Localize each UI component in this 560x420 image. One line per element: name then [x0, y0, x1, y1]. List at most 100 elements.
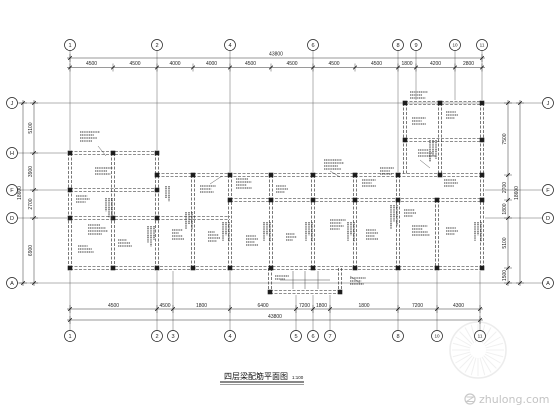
axis-bubble: 2 — [151, 330, 163, 342]
dimension-tick — [20, 100, 26, 106]
dimension-tick — [395, 306, 401, 312]
annotation-leader — [349, 275, 361, 284]
axis-bubble-circle — [392, 39, 404, 51]
dimension-value: 4500 — [245, 61, 256, 67]
axis-bubble: 8 — [392, 39, 404, 51]
dimension-value: 43800 — [268, 314, 282, 320]
axis-bubble: 2 — [151, 39, 163, 51]
axis-label: 1 — [68, 43, 71, 49]
dimension-value: 1800 — [358, 303, 369, 309]
dimension-tick — [505, 197, 511, 203]
beam-annotation — [276, 185, 288, 193]
axis-bubble: H — [6, 147, 18, 159]
column — [310, 265, 316, 271]
column — [395, 265, 401, 271]
column — [310, 197, 316, 203]
watermark-ray — [481, 356, 492, 373]
axis-bubble-circle — [6, 184, 18, 196]
dimension-value: 1800 — [401, 61, 412, 67]
axis-label: D — [10, 216, 14, 222]
dimension-value: 4500 — [86, 61, 97, 67]
beam-annotation — [286, 233, 297, 241]
watermark-ray — [483, 355, 497, 369]
axis-label: 8 — [396, 43, 399, 49]
beam-annotation — [429, 140, 437, 162]
beam — [311, 175, 315, 268]
axis-label: H — [10, 151, 14, 157]
column — [268, 265, 274, 271]
beam — [157, 173, 398, 177]
dimension-value: 5100 — [502, 237, 508, 248]
dimension-value: 2800 — [463, 61, 474, 67]
dimension-value: 18600 — [17, 186, 23, 200]
dimension-value: 3900 — [28, 166, 34, 177]
watermark-ring — [449, 321, 507, 379]
dimension-tick — [190, 65, 196, 70]
dimension-tick — [67, 317, 73, 323]
column — [190, 172, 196, 178]
column — [434, 265, 440, 271]
axis-bubble-circle — [6, 277, 18, 289]
beam — [270, 290, 340, 294]
dimension-tick — [293, 306, 299, 312]
dimension-tick — [310, 65, 316, 70]
column — [352, 197, 358, 203]
dimension-tick — [505, 265, 511, 271]
axis-label: 11 — [478, 334, 483, 339]
dimension-value: 7500 — [502, 133, 508, 144]
dimension-tick — [154, 65, 160, 70]
axis-bubble: 3 — [167, 330, 179, 342]
beam-annotation — [236, 178, 253, 189]
axis-bubble: 10 — [449, 39, 461, 51]
column — [268, 172, 274, 178]
watermark-ray — [485, 342, 504, 349]
beam-annotation — [412, 225, 430, 236]
column — [352, 265, 358, 271]
column — [395, 197, 401, 203]
beam-annotation — [410, 91, 428, 99]
axis-bubble-circle — [307, 39, 319, 51]
beam — [70, 266, 482, 270]
beam-annotation — [118, 239, 132, 247]
axis-bubble-circle — [476, 39, 488, 51]
axis-label: 5 — [294, 334, 297, 340]
column — [227, 197, 233, 203]
axis-bubble: D — [542, 212, 554, 224]
annotation-leader — [329, 170, 341, 178]
watermark-ray — [455, 353, 472, 364]
dimension-value: 4500 — [108, 303, 119, 309]
watermark-ray — [459, 355, 473, 369]
column — [310, 172, 316, 178]
column — [154, 187, 160, 193]
axis-label: 9 — [414, 43, 417, 49]
axis-label: 10 — [452, 43, 458, 48]
dimension-value: 4500 — [159, 303, 170, 309]
column — [479, 100, 485, 106]
column — [154, 172, 160, 178]
beam-annotations — [76, 91, 482, 285]
watermark: zhulong.com — [464, 393, 549, 406]
column — [267, 289, 273, 295]
dimension-tick — [227, 65, 233, 70]
axis-bubble: D — [6, 212, 18, 224]
beam-annotation — [78, 245, 94, 253]
dimension-value: 4500 — [328, 61, 339, 67]
beam-annotation — [446, 227, 458, 235]
column — [110, 150, 116, 156]
axis-bubble-circle — [474, 330, 486, 342]
axis-bubble: 6 — [307, 39, 319, 51]
watermark-ray — [483, 331, 497, 345]
beam — [338, 268, 342, 292]
axis-bubble-circle — [224, 330, 236, 342]
axis-bubble-circle — [449, 39, 461, 51]
axis-bubble-circle — [290, 330, 302, 342]
watermark-ray — [459, 331, 473, 345]
watermark-ray — [455, 336, 472, 347]
watermark-ray — [464, 327, 475, 344]
beam-annotation — [185, 212, 193, 230]
watermark-logo-large — [449, 321, 507, 379]
axis-bubble: A — [542, 277, 554, 289]
dimension-tick — [477, 306, 483, 312]
dimension-tick — [327, 306, 333, 312]
watermark-text: zhulong.com — [479, 393, 549, 406]
